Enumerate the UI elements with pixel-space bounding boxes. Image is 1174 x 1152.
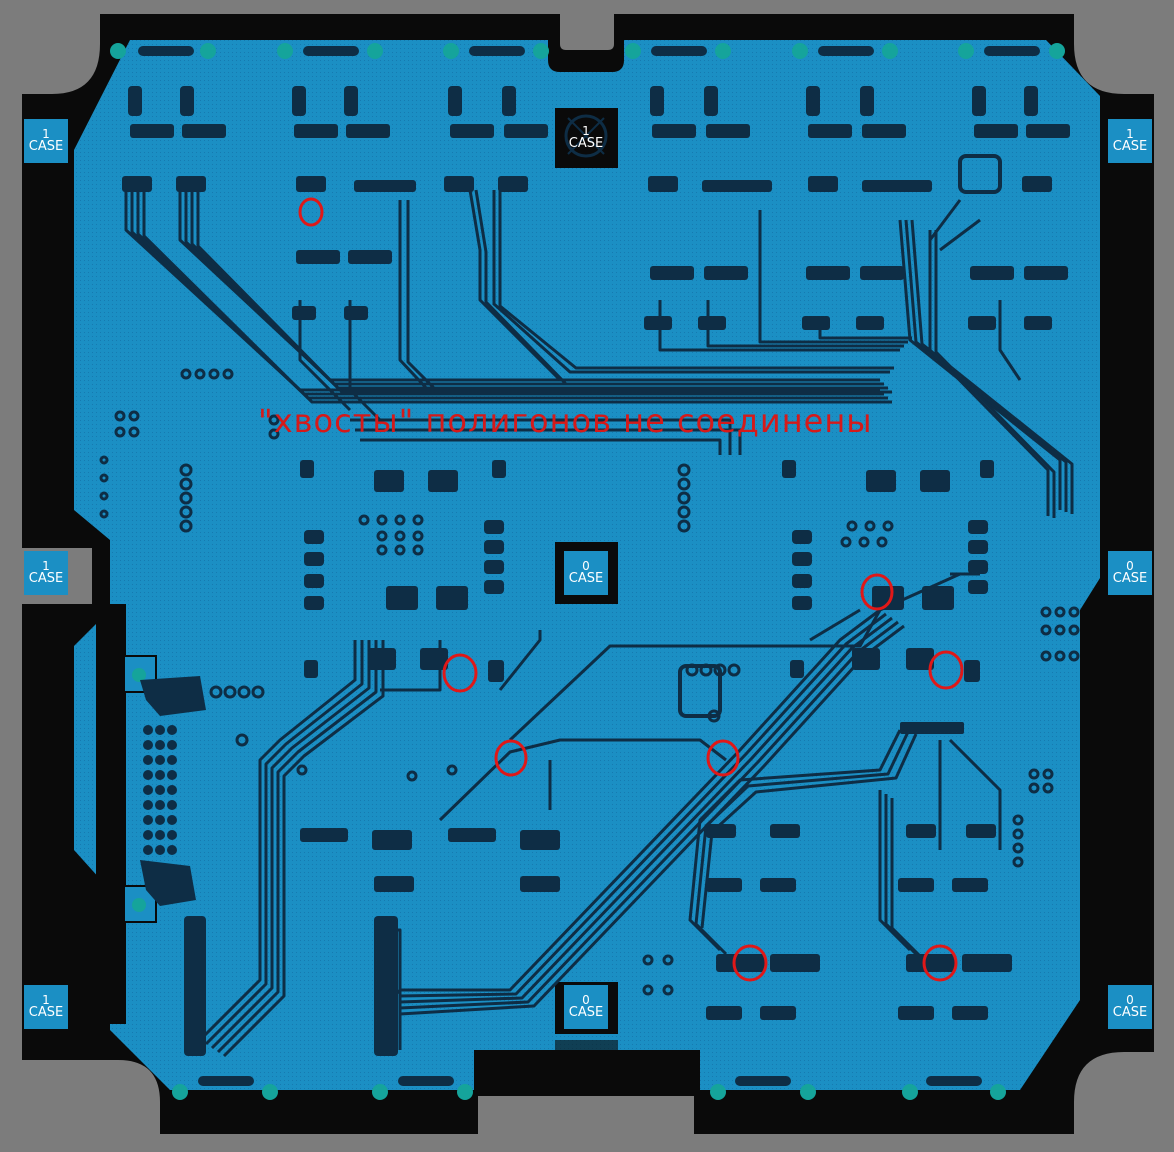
case-pad-text: CASE [568,571,604,586]
case-pad-text: CASE [28,139,64,154]
marker-1 [298,197,324,227]
case-pad-number: 0 [582,993,590,1007]
case-pad-bottom-right[interactable]: 0 CASE [1108,985,1152,1029]
component-footprints [122,86,1070,1056]
case-pad-bottom-left[interactable]: 1 CASE [24,985,68,1029]
case-pad-center[interactable]: 0 CASE [564,551,608,595]
case-pad-text: CASE [28,571,64,586]
case-pad-number: 1 [1126,127,1134,141]
marker-6 [706,739,740,777]
case-pad-top-left[interactable]: 1 CASE [24,119,68,163]
marker-3 [442,653,478,693]
bottom-connector-pads [172,1084,1006,1100]
case-pad-text: CASE [1112,139,1148,154]
case-pad-number: 1 [42,993,50,1007]
case-pad-text: CASE [28,1005,64,1020]
marker-4 [928,650,964,690]
error-markers [298,197,964,982]
case-pad-number: 1 [42,559,50,573]
case-pad-mid-left[interactable]: 1 CASE [24,551,68,595]
case-pad-text: CASE [1112,571,1148,586]
case-pad-mid-right[interactable]: 0 CASE [1108,551,1152,595]
case-pad-text: CASE [568,136,604,151]
case-pad-text: CASE [568,1005,604,1020]
left-connector-pins [143,725,177,855]
marker-7 [732,944,768,982]
case-pad-number: 0 [1126,559,1134,573]
trace-bundles [124,180,1074,1058]
case-pad-number: 0 [582,559,590,573]
marker-8 [922,944,958,982]
case-pad-top-center[interactable]: 1 CASE [564,116,608,160]
case-pad-number: 1 [42,127,50,141]
top-connector-pads [110,43,1065,59]
case-pad-text: CASE [1112,1005,1148,1020]
case-pad-top-right[interactable]: 1 CASE [1108,119,1152,163]
annotation-text: "хвосты" полигонов не соединены [258,402,873,440]
case-pad-number: 1 [582,124,590,138]
marker-2 [860,573,894,611]
case-pad-bottom-center[interactable]: 0 CASE [564,985,608,1029]
marker-5 [494,739,528,777]
case-pad-number: 0 [1126,993,1134,1007]
vias [99,368,1080,996]
crossed-pad-icon [564,114,608,158]
